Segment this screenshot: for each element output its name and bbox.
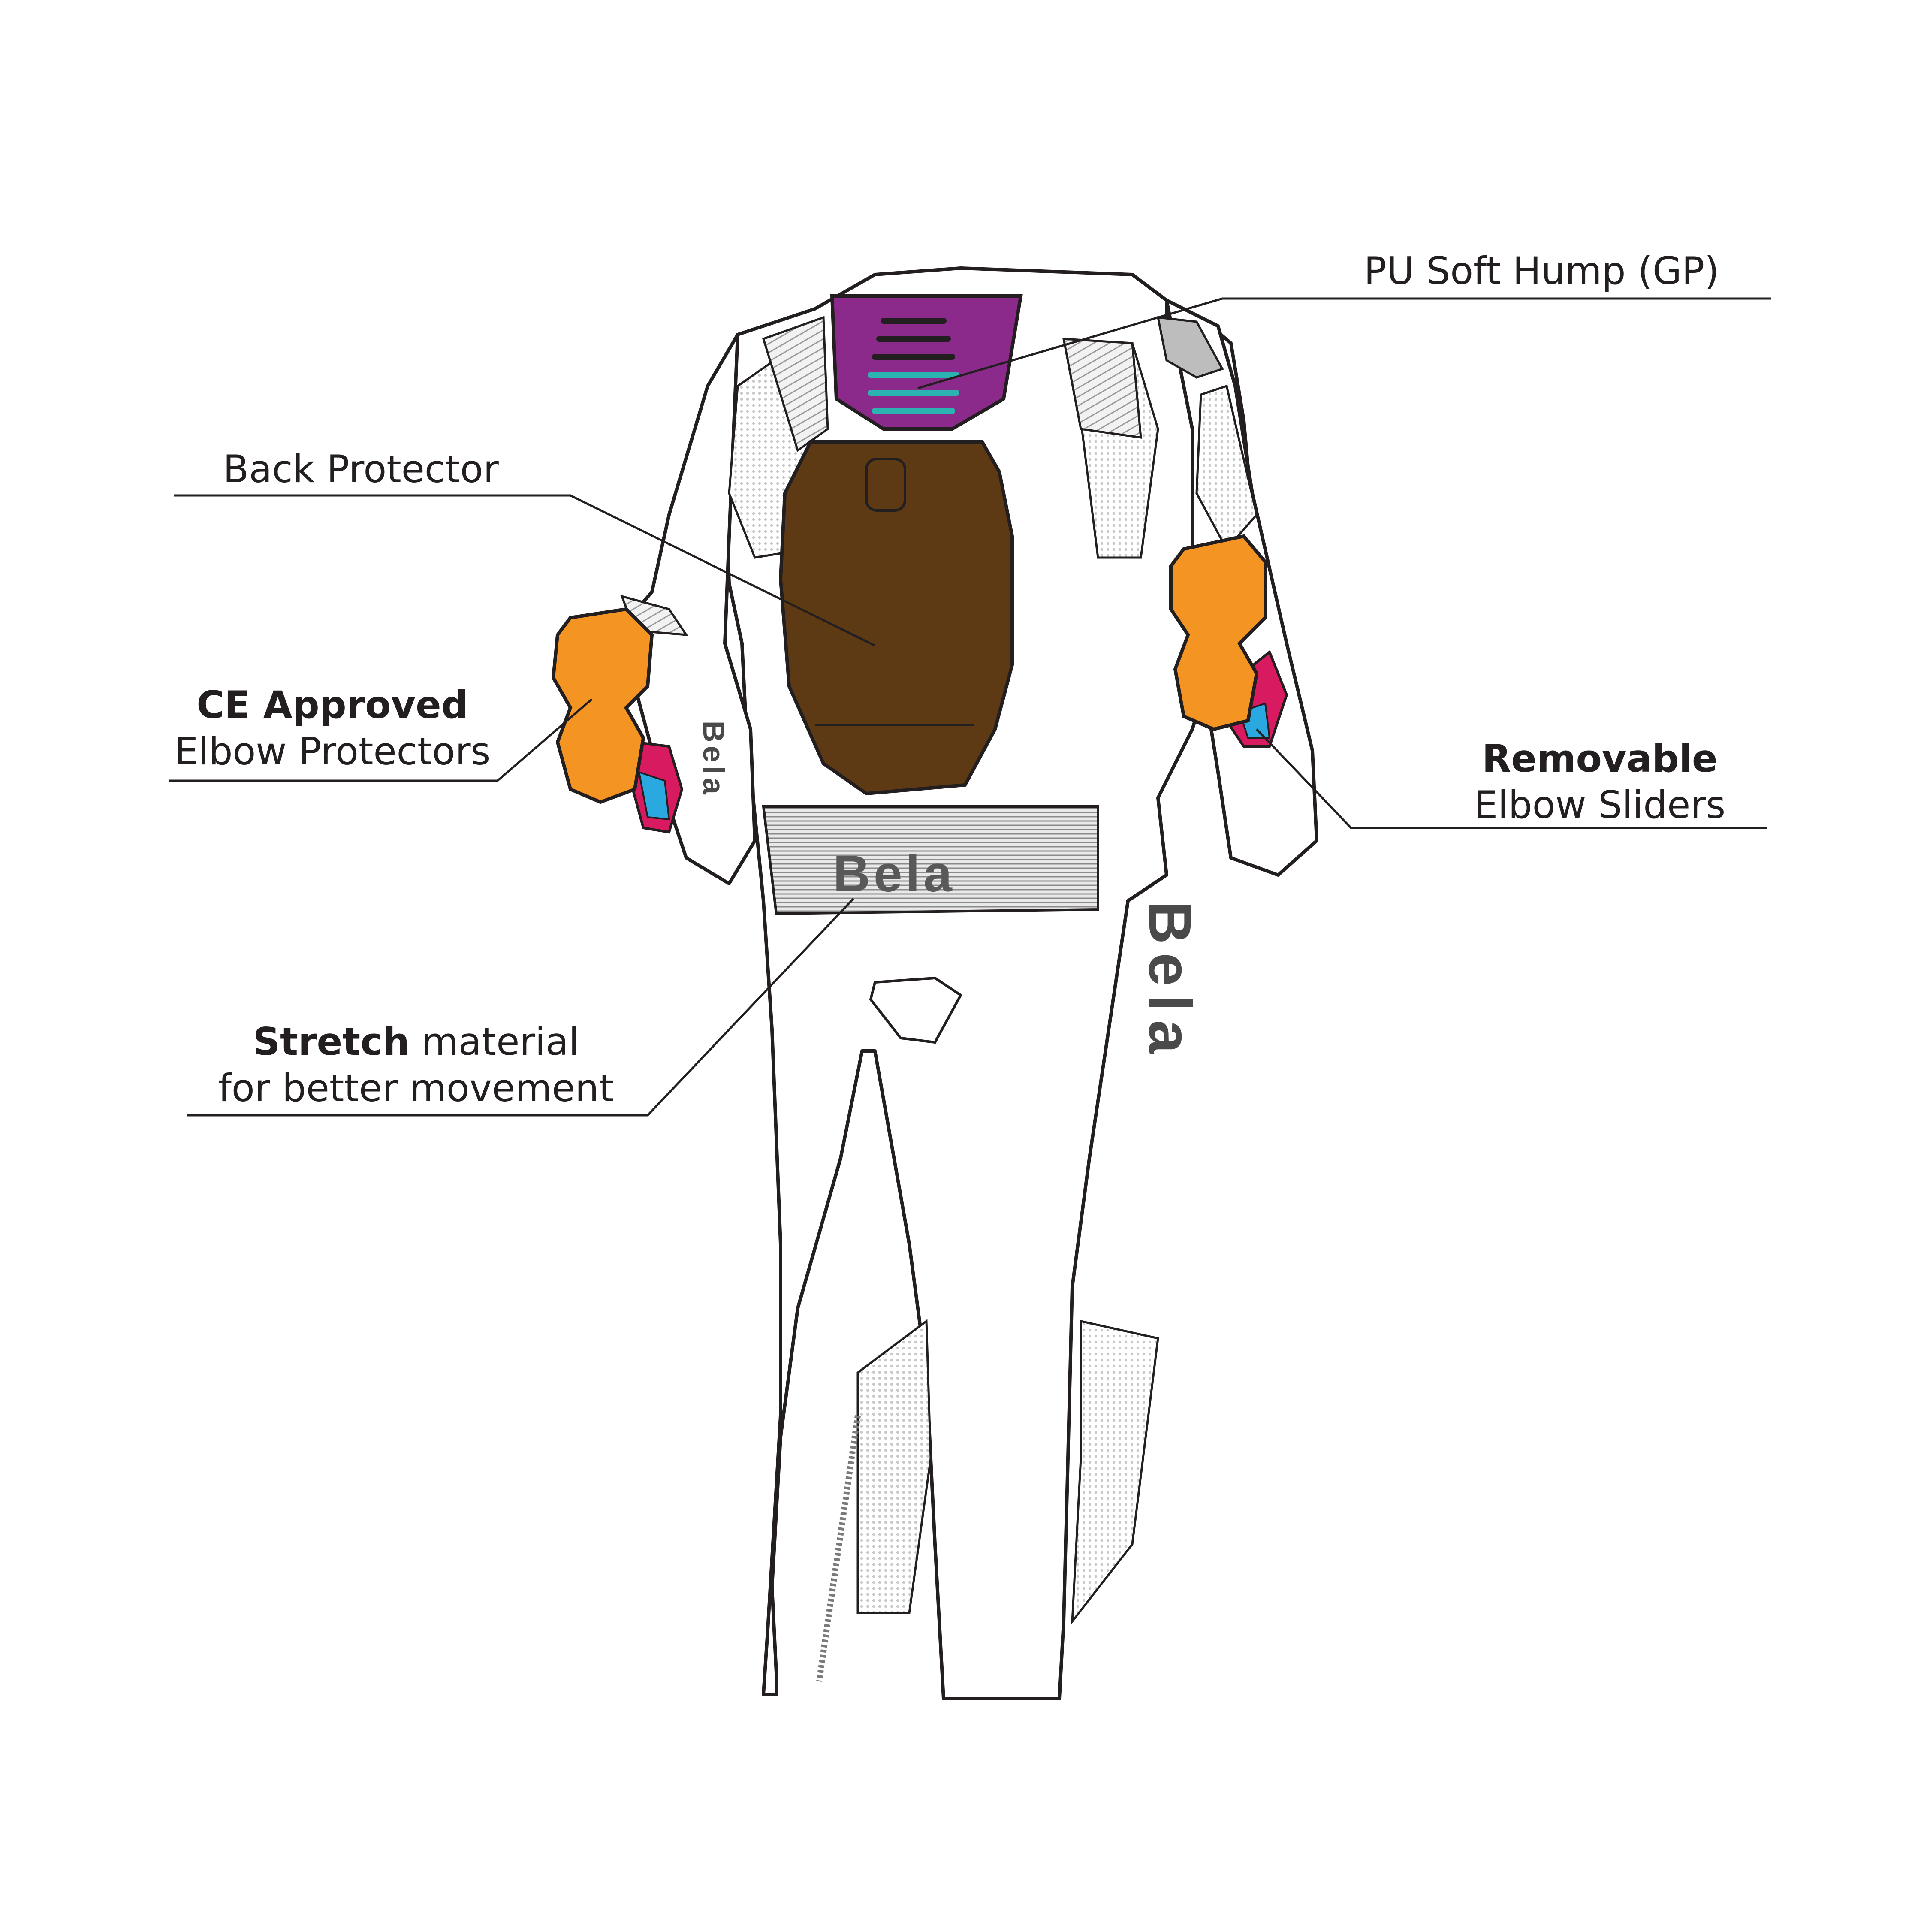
callout-hump: PU Soft Hump (GP) [1364, 248, 1719, 294]
callout-elbow-protectors-bold: CE Approved [196, 683, 468, 727]
callout-elbow-sliders-text: Elbow Sliders [1474, 783, 1726, 827]
left-elbow-protector-group [551, 607, 684, 834]
callout-elbow-sliders: Removable Elbow Sliders [1471, 736, 1728, 828]
callout-stretch-bold: Stretch [253, 1020, 410, 1064]
leg-zipper [816, 1415, 861, 1682]
callout-hump-text: PU Soft Hump (GP) [1364, 249, 1719, 293]
mesh-left-calf [856, 1319, 932, 1614]
leader-hump [917, 297, 1771, 389]
callout-elbow-protectors-text: Elbow Protectors [174, 729, 491, 773]
seat-pad [869, 976, 962, 1044]
callout-back-protector: Back Protector [223, 446, 499, 492]
hump-vents [868, 318, 959, 414]
leader-back-protector [174, 494, 876, 647]
stripes-left-shoulder [762, 316, 829, 453]
left-elbow-slider-inner [638, 771, 670, 821]
back-protector-vent [865, 458, 906, 512]
arm-logo: Bela [697, 721, 730, 798]
waist-logo: Bela [833, 845, 955, 903]
callout-stretch-line2: for better movement [218, 1066, 614, 1110]
callout-stretch: Stretch material for better movement [214, 1019, 618, 1111]
callout-elbow-sliders-bold: Removable [1482, 737, 1718, 781]
stripes-right-shoulder [1062, 338, 1142, 439]
right-elbow-protector-group [1169, 534, 1288, 748]
mesh-right-calf [1071, 1319, 1159, 1625]
callout-back-protector-text: Back Protector [223, 447, 499, 491]
callout-elbow-protectors: CE Approved Elbow Protectors [172, 682, 493, 775]
left-elbow-protector [551, 607, 654, 804]
stretch-waist-panel [762, 805, 1099, 915]
back-protector [778, 440, 1014, 796]
mesh-right-arm [1195, 384, 1258, 551]
callout-stretch-rest: material [410, 1020, 579, 1064]
shoulder-grey-patch [1156, 316, 1224, 379]
right-elbow-protector [1169, 534, 1267, 731]
leader-lines [169, 297, 1771, 1117]
leader-stretch [187, 898, 854, 1117]
leg-logo: Bela [1137, 901, 1204, 1062]
leader-elbow-sliders [1256, 728, 1767, 829]
leader-elbow-protectors [169, 698, 593, 782]
